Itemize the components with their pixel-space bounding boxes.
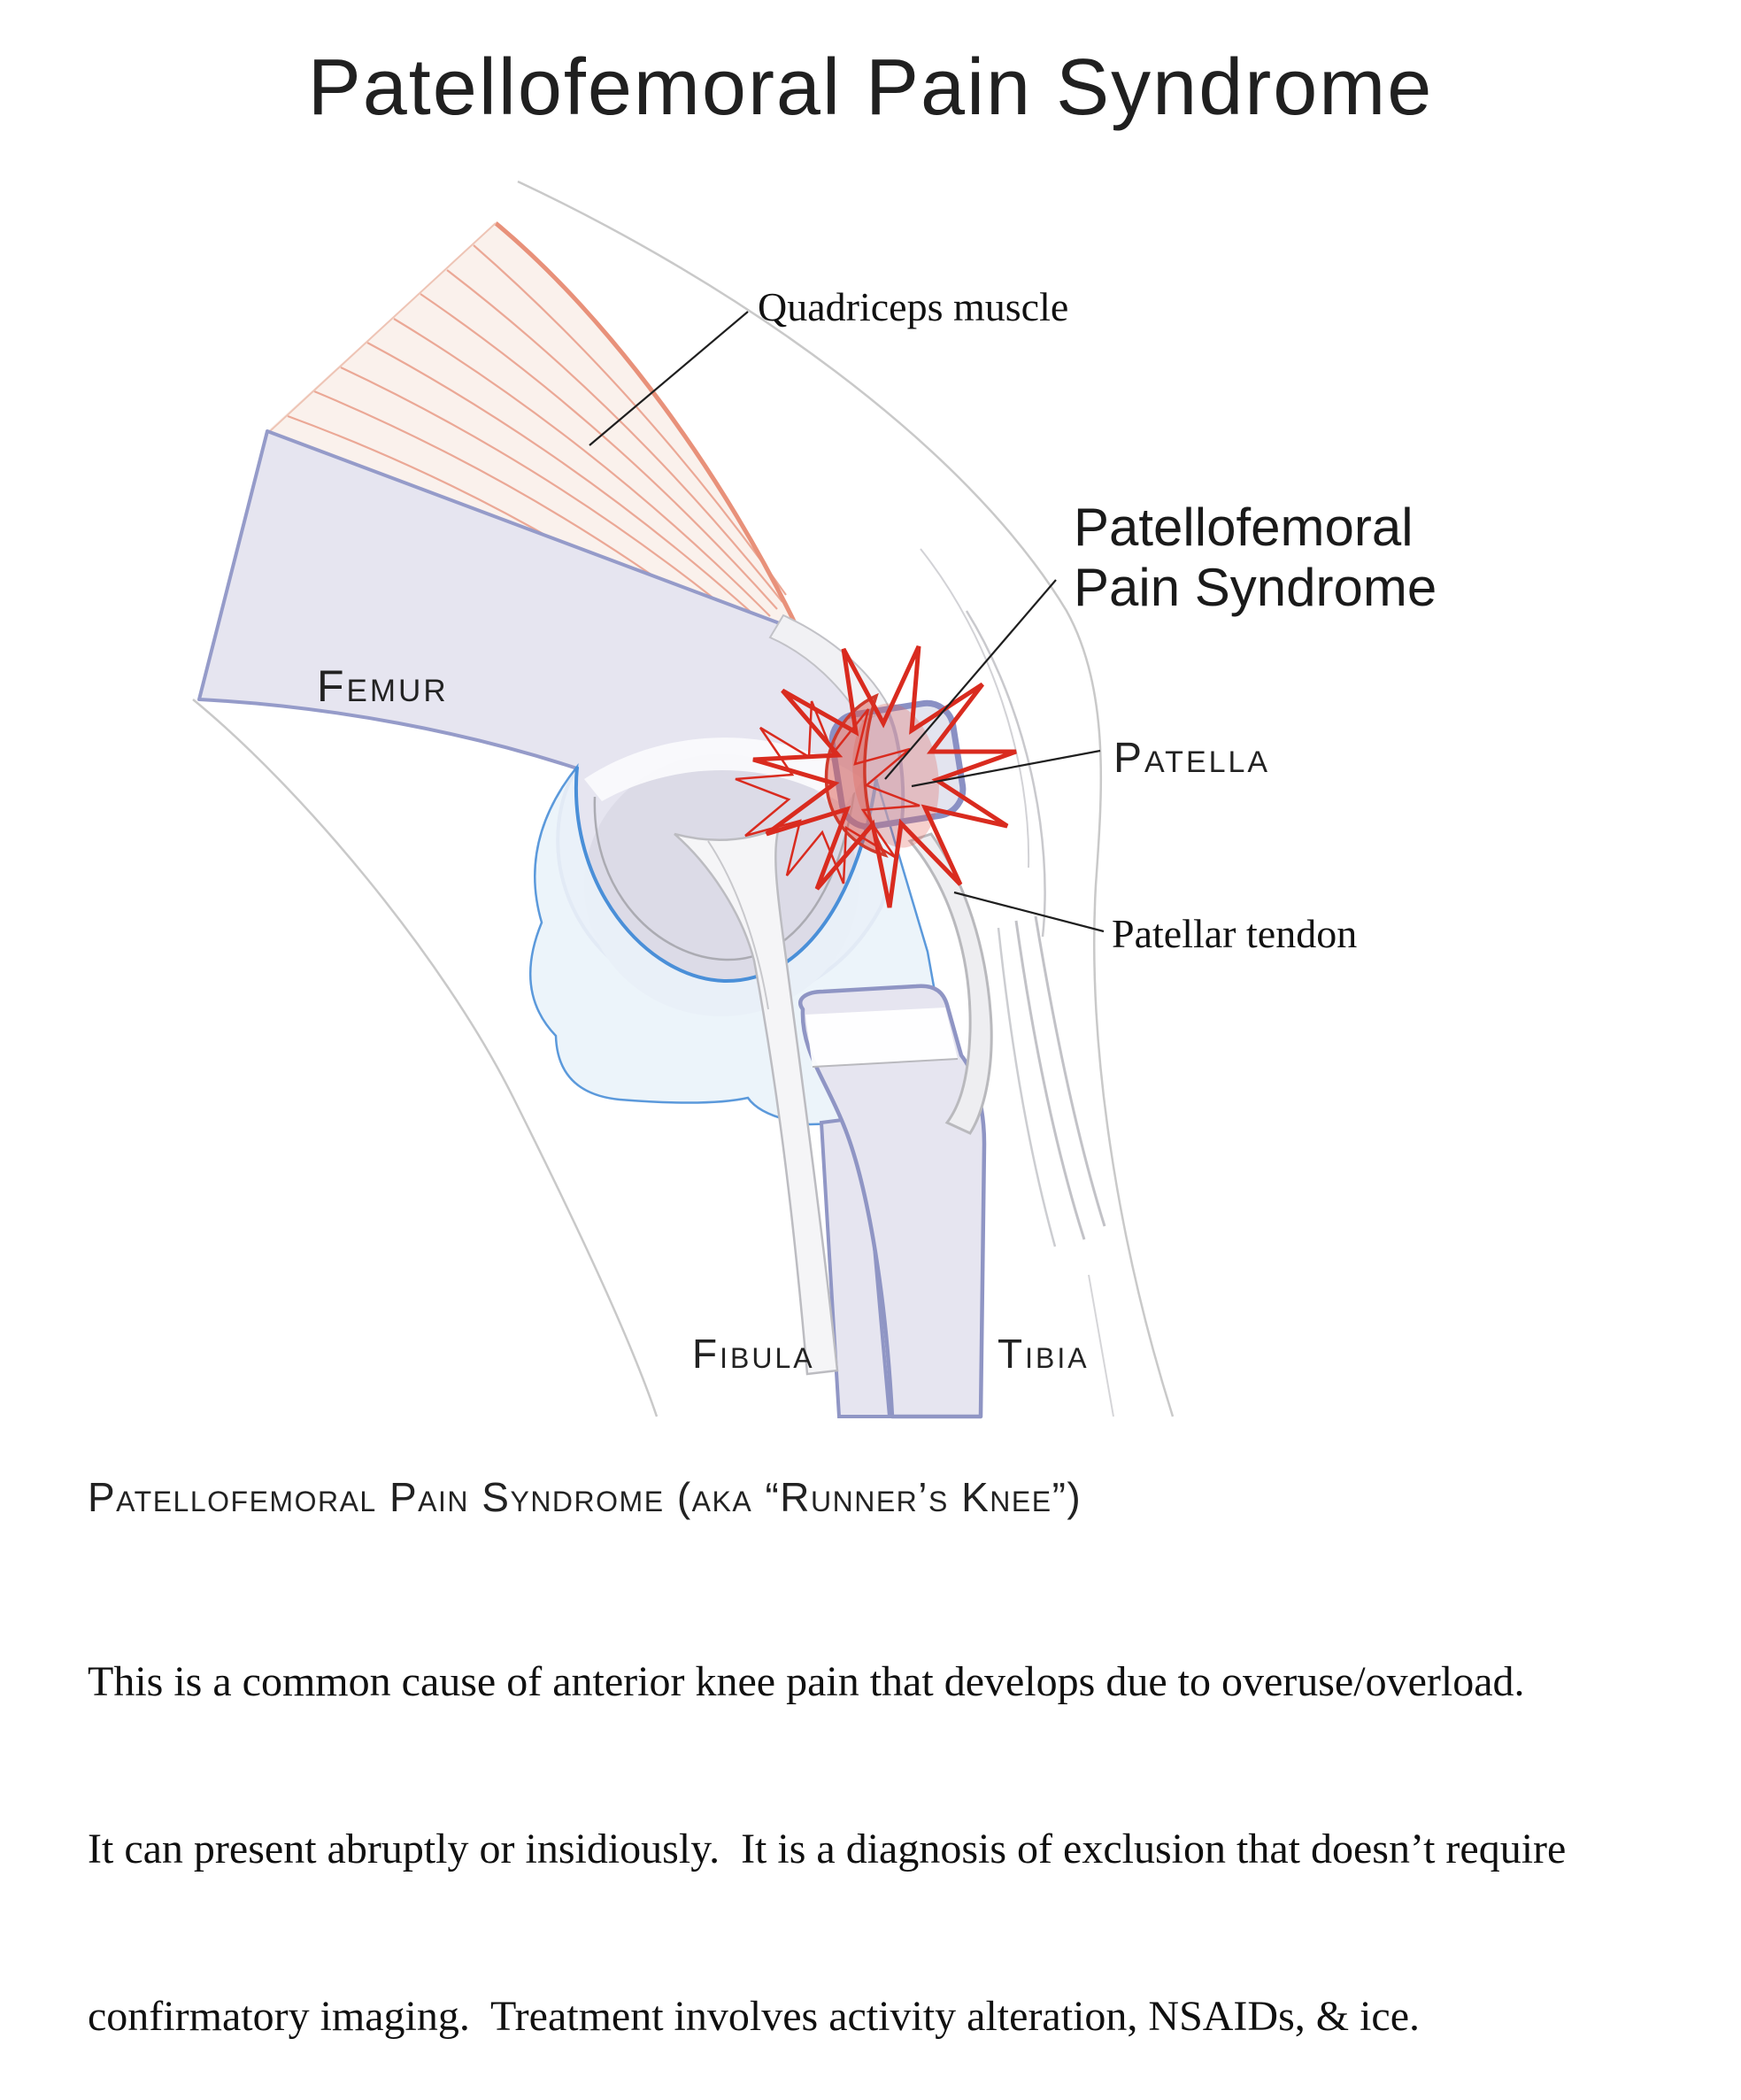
pain-star-large [752, 645, 1017, 908]
leader-pfps [884, 579, 1057, 780]
page-title: Patellofemoral Pain Syndrome [307, 43, 1434, 132]
footer-line-1: This is a common cause of anterior knee … [88, 1658, 1525, 1705]
knee-illustration: Quadriceps muscle Patellofemoral Pain Sy… [192, 180, 1437, 1419]
label-fibula: Fibula [692, 1331, 815, 1377]
leader-lines [589, 311, 1105, 933]
label-tibia: Tibia [998, 1331, 1090, 1377]
leader-quadriceps [589, 311, 749, 446]
label-quadriceps: Quadriceps muscle [758, 284, 1068, 329]
label-patellar-tendon: Patellar tendon [1112, 911, 1357, 956]
pain-burst [735, 645, 1017, 908]
label-femur: Femur [317, 661, 449, 711]
tibia-bone-shape [798, 984, 987, 1419]
pain-star-small [735, 700, 921, 884]
leader-patella [911, 749, 1101, 788]
label-pfps-line1: Patellofemoral [1074, 498, 1414, 557]
footer-paragraph: This is a common cause of anterior knee … [88, 1542, 1566, 2100]
label-pfps-line2: Pain Syndrome [1074, 558, 1437, 617]
skin-outline [192, 180, 1175, 1417]
cartilage-arc [574, 766, 878, 984]
leader-patellar-tendon [953, 891, 1105, 933]
footer-line-3: confirmatory imaging. Treatment involves… [88, 1993, 1421, 2040]
diagram-labels: Quadriceps muscle Patellofemoral Pain Sy… [317, 284, 1437, 1377]
footer-line-2: It can present abruptly or insidiously. … [88, 1826, 1567, 1872]
patellar-tendon-shape [768, 548, 1106, 1247]
footer-heading: Patellofemoral Pain Syndrome (aka “Runne… [88, 1474, 1082, 1520]
label-patella: Patella [1113, 735, 1270, 782]
